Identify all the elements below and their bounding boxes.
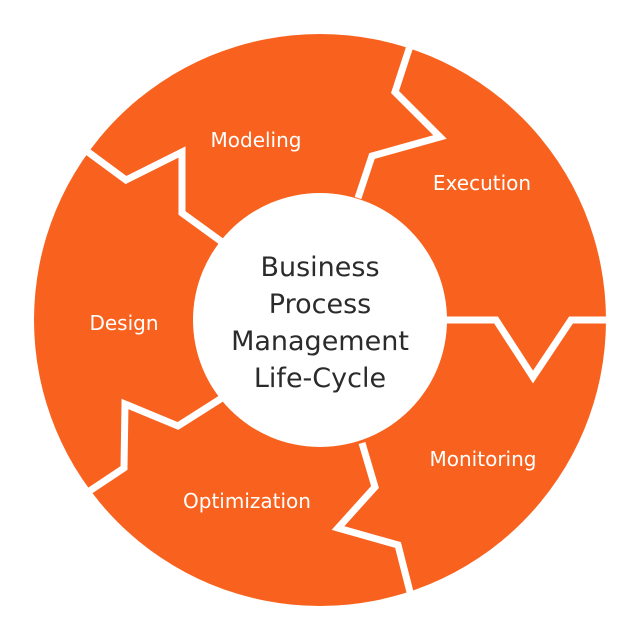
center-circle bbox=[193, 193, 447, 447]
center-title-line-3: Management bbox=[231, 326, 409, 357]
center-title-line-2: Process bbox=[269, 289, 371, 320]
separator-execution-monitoring bbox=[446, 316, 608, 384]
separator-optimization-design bbox=[86, 395, 224, 495]
separator-design-modeling bbox=[85, 146, 225, 245]
stage-label-execution[interactable]: Execution bbox=[433, 171, 531, 195]
separator-modeling-execution bbox=[354, 44, 447, 200]
separator-monitoring-optimization bbox=[331, 442, 414, 593]
stage-label-monitoring[interactable]: Monitoring bbox=[430, 447, 537, 471]
center-title: Business Process Management Life-Cycle bbox=[231, 252, 409, 394]
center-title-line-4: Life-Cycle bbox=[254, 363, 386, 394]
center-title-line-1: Business bbox=[260, 252, 379, 283]
stage-separators bbox=[85, 44, 608, 593]
stage-label-design[interactable]: Design bbox=[89, 311, 158, 335]
stage-label-modeling[interactable]: Modeling bbox=[211, 128, 302, 152]
stage-label-optimization[interactable]: Optimization bbox=[183, 489, 311, 513]
